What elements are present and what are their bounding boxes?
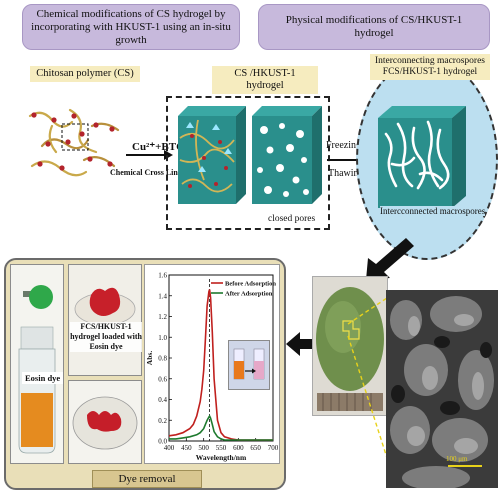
x-tick-label: 500 — [198, 444, 209, 452]
left-arrow — [286, 332, 314, 356]
crosslinker-label: Chemical Cross Linker — [110, 168, 190, 177]
chitosan-polymer-illustration — [28, 108, 120, 177]
closed-pores-cube — [252, 106, 322, 204]
physical-modification-banner: Physical modifications of CS/HKUST-1 hyd… — [258, 4, 490, 50]
fcs-hydrogel-label: Interconnecting macrospores FCS/HKUST-1 … — [370, 54, 490, 80]
series-line-2 — [169, 414, 273, 441]
big-down-left-arrow — [366, 238, 414, 280]
x-tick-label: 700 — [268, 444, 279, 452]
loaded-hydrogel-photo — [68, 264, 142, 376]
legend-label-2: After Adsorption — [225, 291, 273, 298]
y-tick-label: 1.0 — [158, 334, 167, 342]
y-tick-label: 1.2 — [158, 313, 167, 321]
dye-removal-label: Dye removal — [92, 470, 202, 488]
x-tick-label: 650 — [250, 444, 261, 452]
eosin-bottle-photo — [10, 264, 64, 464]
closed-pores-label: closed pores — [268, 214, 316, 224]
y-tick-label: 0.2 — [158, 417, 167, 425]
uv-vis-chart: 0.0 0.2 0.4 0.6 0.8 1.0 1.2 1.4 1.6 400 450 500 550 6… — [145, 272, 279, 463]
legend-label-1: Before Adsorption — [225, 281, 276, 288]
y-tick-label: 0.4 — [158, 396, 167, 404]
hydrogel-sphere-photo — [312, 276, 388, 416]
y-axis-label: Abs. — [145, 351, 154, 366]
cuvette-inset — [228, 340, 270, 390]
y-tick-label: 1.6 — [158, 272, 167, 280]
thawing-label: Thawing — [328, 168, 364, 179]
x-tick-label: 450 — [181, 444, 192, 452]
petri-dish-photo — [68, 380, 142, 464]
loaded-hydrogel-label: FCS/HKUST-1 hydrogel loaded with Eosin d… — [70, 322, 142, 352]
eosin-dye-label: Eosin dye — [22, 372, 64, 384]
y-tick-label: 0.0 — [158, 438, 167, 446]
y-tick-label: 0.6 — [158, 375, 167, 383]
cs-hkust-dashed-box — [166, 96, 330, 230]
chemical-modification-banner: Chemical modifications of CS hydrogel by… — [22, 4, 240, 50]
macropore-cube — [378, 106, 466, 208]
y-tick-label: 0.8 — [158, 355, 167, 363]
zoom-lines — [347, 291, 397, 487]
freezing-label: Freezing — [326, 140, 361, 151]
cs-hkust-label: CS /HKUST-1 hydrogel — [212, 66, 318, 94]
reagent-label: Cu²⁺+BTC — [132, 141, 185, 153]
interconnected-macropores-label: Intercconnected macrospores — [380, 206, 486, 216]
x-tick-label: 550 — [216, 444, 227, 452]
y-tick-label: 1.4 — [158, 292, 167, 300]
cs-hkust-network-cube — [178, 106, 246, 204]
chitosan-label: Chitosan polymer (CS) — [30, 66, 140, 82]
sem-scale-label: 100 μm — [446, 455, 468, 463]
x-tick-label: 400 — [164, 444, 175, 452]
x-tick-label: 600 — [233, 444, 244, 452]
x-axis-label: Wavelength/nm — [196, 453, 247, 462]
sem-image — [386, 290, 498, 488]
series-line-1 — [168, 289, 273, 441]
